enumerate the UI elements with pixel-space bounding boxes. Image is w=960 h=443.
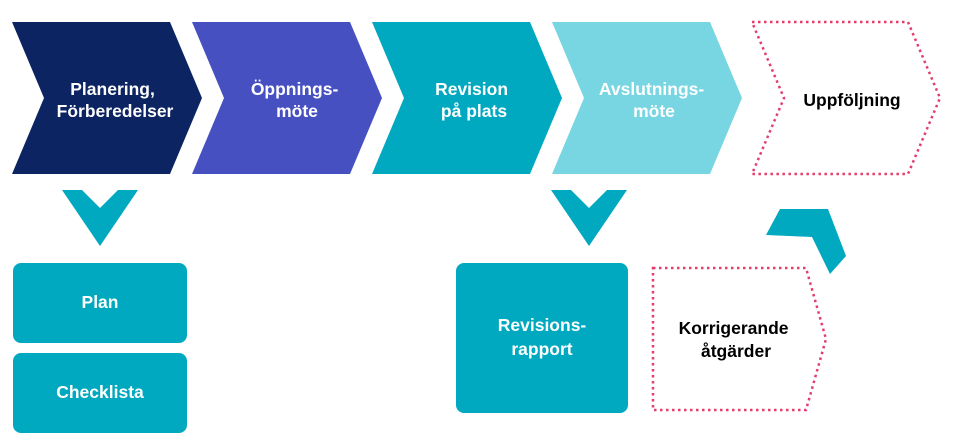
plan-box: Plan (13, 263, 187, 343)
step-planning-line1: Planering, (70, 79, 155, 99)
step-closing-meeting-line2: möte (633, 101, 675, 121)
step-planning-label: Planering, Förberedelser (57, 79, 174, 121)
step-follow-up-label: Uppföljning (803, 90, 900, 110)
corrective-actions-label: Korrigerande åtgärder (679, 318, 794, 361)
step-onsite-audit-chevron (372, 22, 562, 174)
step-opening-meeting-line2: möte (276, 101, 318, 121)
step-opening-meeting-line1: Öppnings- (251, 79, 339, 99)
planning-down-arrow-icon (62, 190, 138, 246)
corrective-actions-chevron (651, 266, 828, 412)
audit-report-line1: Revisions- (497, 315, 587, 336)
step-closing-meeting-label: Avslutnings- möte (599, 79, 709, 121)
step-planning-line2: Förberedelser (57, 101, 174, 121)
step-opening-meeting-chevron (192, 22, 382, 174)
corrective-actions-line1: Korrigerande (679, 318, 789, 338)
plan-label: Plan (81, 292, 119, 313)
step-planning-chevron (12, 22, 202, 174)
audit-report-box: Revisions- rapport (456, 263, 628, 413)
audit-down-arrow-icon (551, 190, 627, 246)
audit-report-line2: rapport (511, 339, 573, 359)
checklist-box: Checklista (13, 353, 187, 433)
audit-report-label: Revisions- rapport (498, 314, 587, 361)
step-closing-meeting-line1: Avslutnings- (599, 79, 704, 99)
step-onsite-audit-line1: Revision (435, 79, 508, 99)
follow-up-up-arrow-icon (766, 209, 846, 274)
step-onsite-audit-label: Revision på plats (435, 79, 513, 121)
step-follow-up-chevron (750, 20, 942, 176)
step-closing-meeting-chevron (552, 22, 742, 174)
step-onsite-audit-line2: på plats (441, 101, 507, 121)
step-opening-meeting-label: Öppnings- möte (251, 79, 343, 121)
corrective-actions-line2: åtgärder (701, 341, 771, 361)
checklist-label: Checklista (56, 382, 144, 403)
